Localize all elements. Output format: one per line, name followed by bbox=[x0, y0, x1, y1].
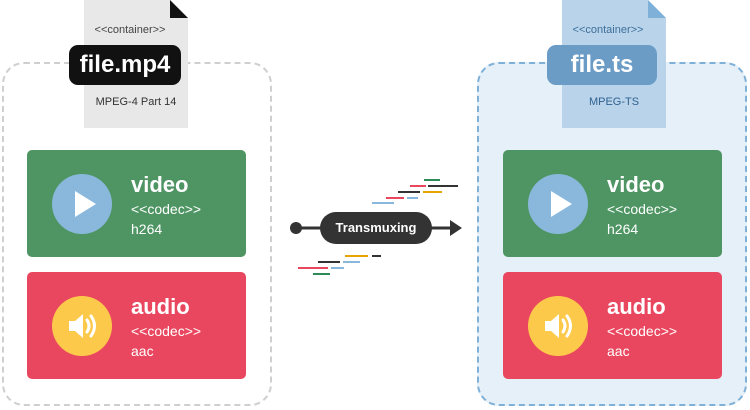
source-format: MPEG-4 Part 14 bbox=[95, 96, 177, 108]
target-format: MPEG-TS bbox=[588, 96, 640, 108]
transmuxing-label: Transmuxing bbox=[320, 212, 432, 244]
stream-title: video bbox=[131, 172, 189, 197]
stream-stereotype: <<codec>> bbox=[131, 323, 202, 339]
motion-dashes-top bbox=[372, 179, 458, 204]
stream-stereotype: <<codec>> bbox=[607, 323, 678, 339]
motion-dashes-bottom bbox=[298, 255, 381, 275]
target-audio-stream: audio <<codec>> aac bbox=[503, 272, 722, 379]
stream-title: audio bbox=[607, 294, 666, 319]
stream-title: audio bbox=[131, 294, 190, 319]
source-audio-stream: audio <<codec>> aac bbox=[27, 272, 246, 379]
stream-stereotype: <<codec>> bbox=[131, 201, 202, 217]
speaker-icon bbox=[528, 296, 588, 356]
stream-codec: h264 bbox=[131, 221, 163, 237]
source-filename: file.mp4 bbox=[69, 45, 181, 85]
stream-stereotype: <<codec>> bbox=[607, 201, 678, 217]
target-stereotype: <<container>> bbox=[572, 24, 644, 36]
target-filename: file.ts bbox=[547, 45, 657, 85]
source-stereotype: <<container>> bbox=[94, 24, 166, 36]
target-video-stream: video <<codec>> h264 bbox=[503, 150, 722, 257]
play-icon bbox=[528, 174, 588, 234]
source-video-stream: video <<codec>> h264 bbox=[27, 150, 246, 257]
stream-codec: h264 bbox=[607, 221, 639, 237]
speaker-icon bbox=[52, 296, 112, 356]
stream-codec: aac bbox=[607, 343, 630, 359]
stream-codec: aac bbox=[131, 343, 154, 359]
stream-title: video bbox=[607, 172, 665, 197]
play-icon bbox=[52, 174, 112, 234]
